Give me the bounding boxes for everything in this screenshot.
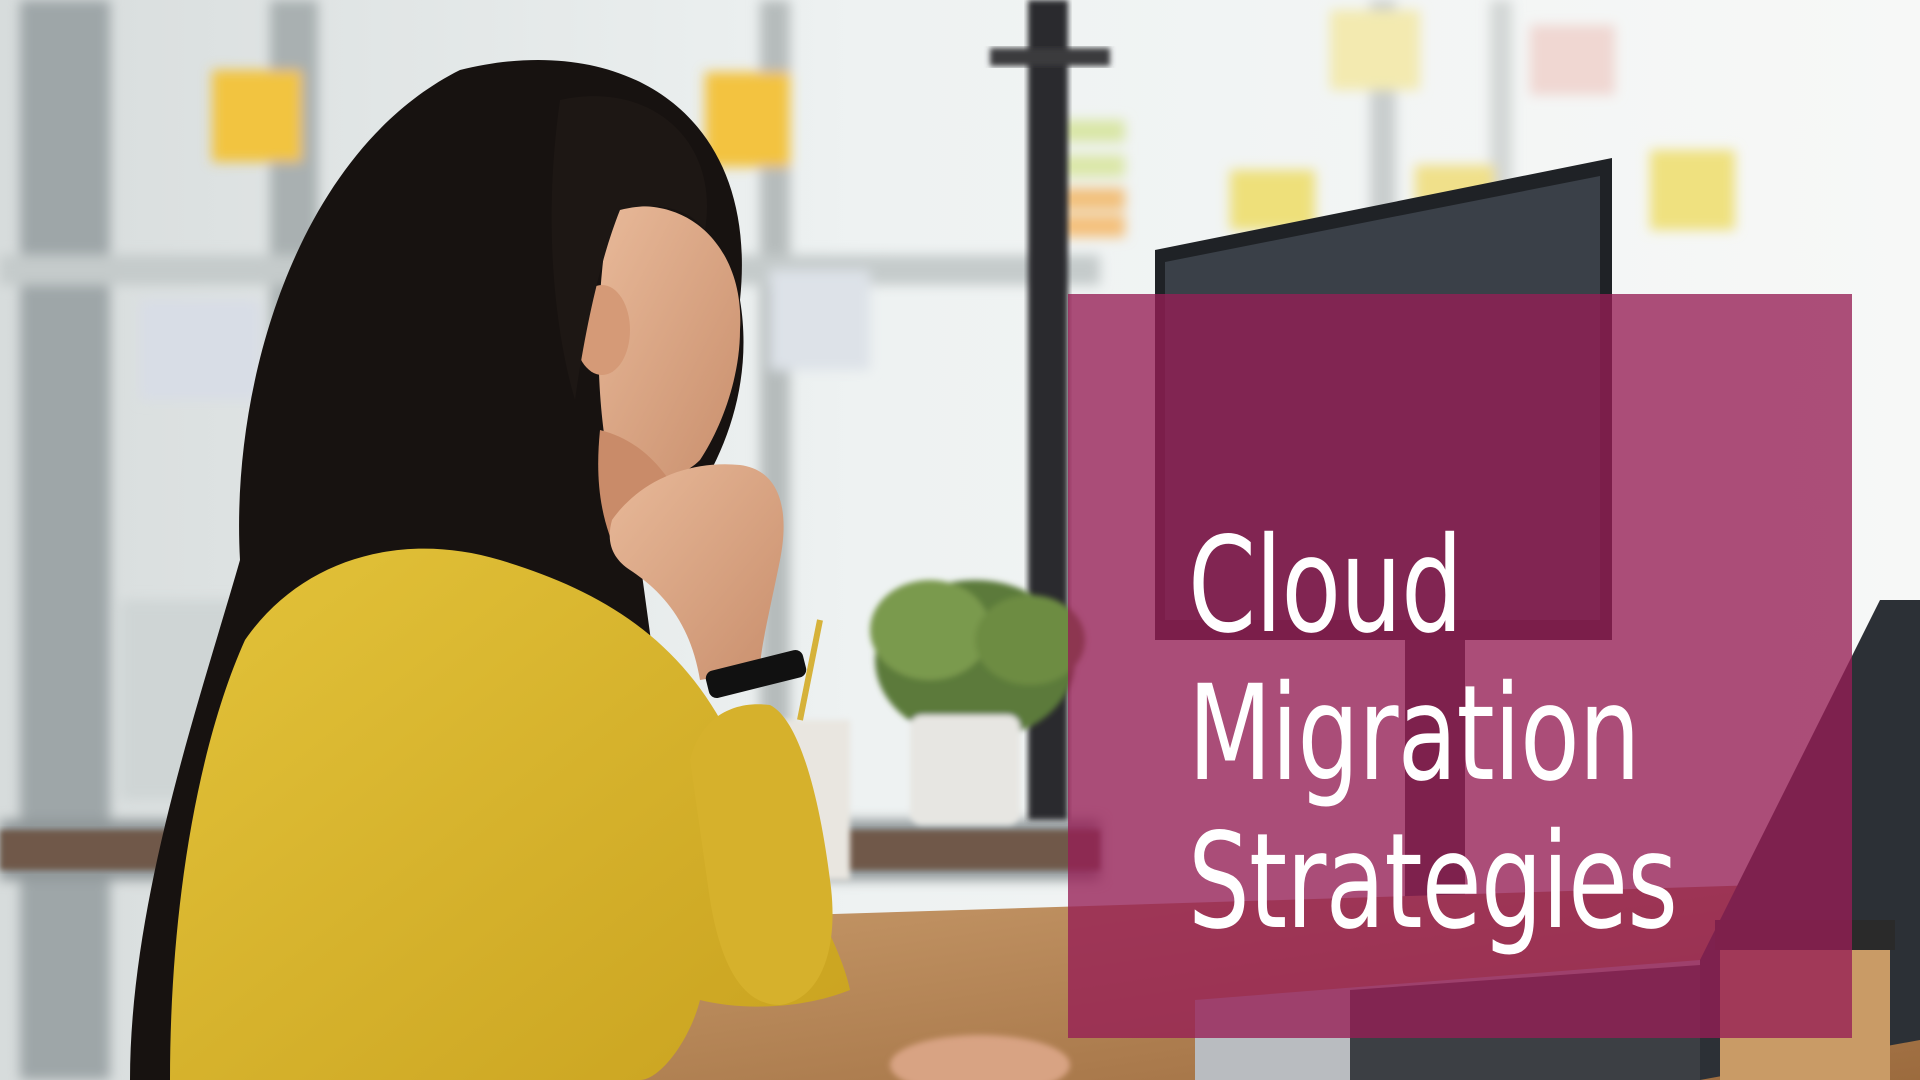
title-line-2: Migration: [1188, 657, 1641, 812]
title-line-3: Strategies: [1188, 805, 1678, 960]
title-panel: Cloud Migration Strategies: [1068, 294, 1852, 1038]
slide-title: Cloud Migration Strategies: [1188, 512, 1785, 956]
title-line-1: Cloud: [1188, 509, 1463, 664]
